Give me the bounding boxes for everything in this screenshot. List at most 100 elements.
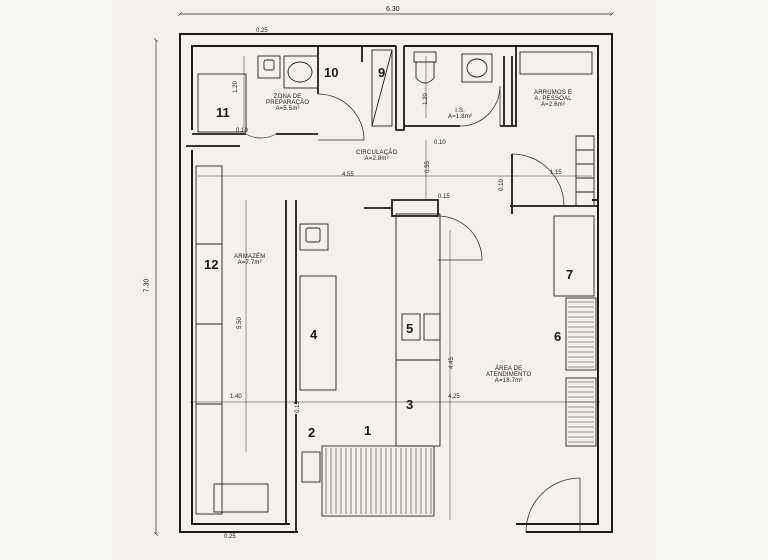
dim-right-offset: 1.15 — [550, 170, 562, 176]
item-10: 10 — [324, 65, 339, 80]
kitchen-divider — [361, 46, 405, 131]
inner-wall-outline — [191, 45, 599, 525]
prep-sink-2-bowl — [287, 61, 313, 83]
room-staff-label: ARRUMOS E A. PESSOAL A=2.6m² — [534, 90, 572, 108]
ws-basin-box — [461, 53, 493, 83]
room-prep-name-1: ZONA DE — [273, 94, 302, 100]
door-swings — [245, 85, 581, 533]
counter-1-slats — [321, 445, 435, 517]
toilet-bowl — [415, 61, 435, 84]
room-service-area: A=18.7m² — [494, 378, 523, 384]
room-staff-area: A=2.6m² — [540, 102, 566, 108]
entrance-door-swing — [525, 477, 581, 533]
interior-walls — [186, 46, 598, 532]
room-storage-name: ARMAZÉM — [234, 254, 266, 260]
room-service-name-2: ATENDIMENTO — [486, 372, 532, 378]
item-9: 9 — [378, 65, 386, 80]
room-ws-name: I.S. — [455, 108, 466, 114]
item-4: 4 — [310, 327, 318, 342]
fixture-7 — [553, 215, 595, 297]
room-prep-name-2: PREPARAÇÃO — [266, 100, 310, 106]
prep-door-swing-2 — [245, 133, 277, 139]
staff-shelf — [519, 51, 593, 75]
dim-storage-length: 5.50 — [236, 317, 243, 329]
room-ws-area: A=1.8m² — [448, 114, 473, 120]
prep-door-swing — [317, 93, 365, 141]
room-ws-label: I.S. A=1.8m² — [448, 108, 472, 120]
prep-sink-box — [257, 55, 281, 79]
bench-upper — [565, 297, 597, 371]
dim-wall-small-b: 0.10 — [498, 179, 505, 191]
dim-wall-small-c: 0.15 — [294, 401, 301, 413]
room-service-label: ÁREA DE ATENDIMENTO A=18.7m² — [486, 366, 531, 384]
room-staff-name-2: A. PESSOAL — [534, 96, 572, 102]
fixture-11 — [197, 73, 247, 133]
storage-shelving-dividers — [196, 243, 222, 405]
ws-walls — [404, 46, 517, 127]
item-5: 5 — [406, 321, 414, 336]
room-storage-area: A=7.7m² — [237, 260, 262, 266]
fixture-9-diagonal — [371, 49, 393, 127]
ws-door-swing — [459, 85, 501, 127]
prep-wall — [192, 46, 319, 135]
dim-wall-ws: 0.10 — [434, 140, 446, 146]
room-prep-label: ZONA DE PREPARAÇÃO A=5.5m² — [266, 94, 309, 112]
paper-margin-right — [656, 0, 768, 560]
dim-wall-prep: 0.10 — [236, 128, 248, 134]
room-prep-area: A=5.5m² — [275, 106, 300, 112]
dim-wall-mid: 0.55 — [424, 161, 431, 173]
fixture-2 — [301, 451, 321, 483]
room-staff-name-1: ARRUMOS E — [534, 90, 573, 96]
toilet-tank — [413, 51, 437, 63]
item-12: 12 — [204, 257, 219, 272]
dim-ws-depth: 1.20 — [422, 93, 429, 105]
fixture-4 — [299, 275, 337, 391]
prep-sink-2 — [283, 55, 319, 89]
dim-overall-height: 7.30 — [143, 278, 151, 293]
storage-right-wall — [285, 200, 297, 532]
storage-bin — [213, 483, 269, 513]
bench-slats — [325, 301, 594, 514]
room-circ-name: CIRCULAÇÃO — [356, 150, 398, 156]
room-storage-label: ARMAZÉM A=7.7m² — [234, 254, 265, 266]
fixture-5-aux — [423, 313, 441, 341]
dim-wall-top-left: 0.25 — [256, 28, 268, 34]
item-11: 11 — [216, 105, 230, 120]
room-service-name-1: ÁREA DE — [494, 366, 523, 372]
dim-wall-small-a: 0.15 — [438, 194, 450, 200]
fixture-9 — [371, 49, 393, 127]
ws-double-wall — [503, 56, 513, 126]
dim-overall-width: 6.30 — [386, 6, 400, 13]
dimension-lines — [154, 12, 614, 536]
service-sink-box — [299, 223, 329, 251]
dim-service-length: 4.45 — [448, 357, 455, 369]
dim-storage-width: 1.40 — [230, 394, 242, 400]
item-1: 1 — [364, 423, 372, 438]
dim-corridor-width: 4.55 — [342, 172, 354, 178]
dim-wall-bottom-left: 0.25 — [224, 534, 236, 540]
staff-stairs — [575, 135, 595, 207]
outer-wall-outline — [179, 33, 613, 533]
room-circ-label: CIRCULAÇÃO A=2.8m² — [356, 150, 397, 162]
fixture-5 — [401, 313, 421, 341]
outer-walls — [179, 33, 613, 533]
item-7: 7 — [566, 267, 574, 282]
item-2: 2 — [308, 425, 316, 440]
staff-lower-wall — [510, 154, 598, 214]
service-sink-bowl — [305, 227, 321, 243]
dim-prep-depth: 1.20 — [232, 81, 239, 93]
paper-margin-left — [0, 0, 112, 560]
storage-shelving — [195, 165, 223, 515]
dim-service-width: 4.25 — [448, 394, 460, 400]
prep-sink-bowl — [263, 59, 275, 71]
ws-basin-bowl — [466, 58, 488, 78]
bench-lower — [565, 377, 597, 447]
item-6: 6 — [554, 329, 562, 344]
item-3: 3 — [406, 397, 414, 412]
counter-3 — [395, 213, 441, 447]
room-circ-area: A=2.8m² — [364, 156, 389, 162]
service-door-swing — [437, 215, 483, 261]
fixtures — [195, 49, 597, 517]
